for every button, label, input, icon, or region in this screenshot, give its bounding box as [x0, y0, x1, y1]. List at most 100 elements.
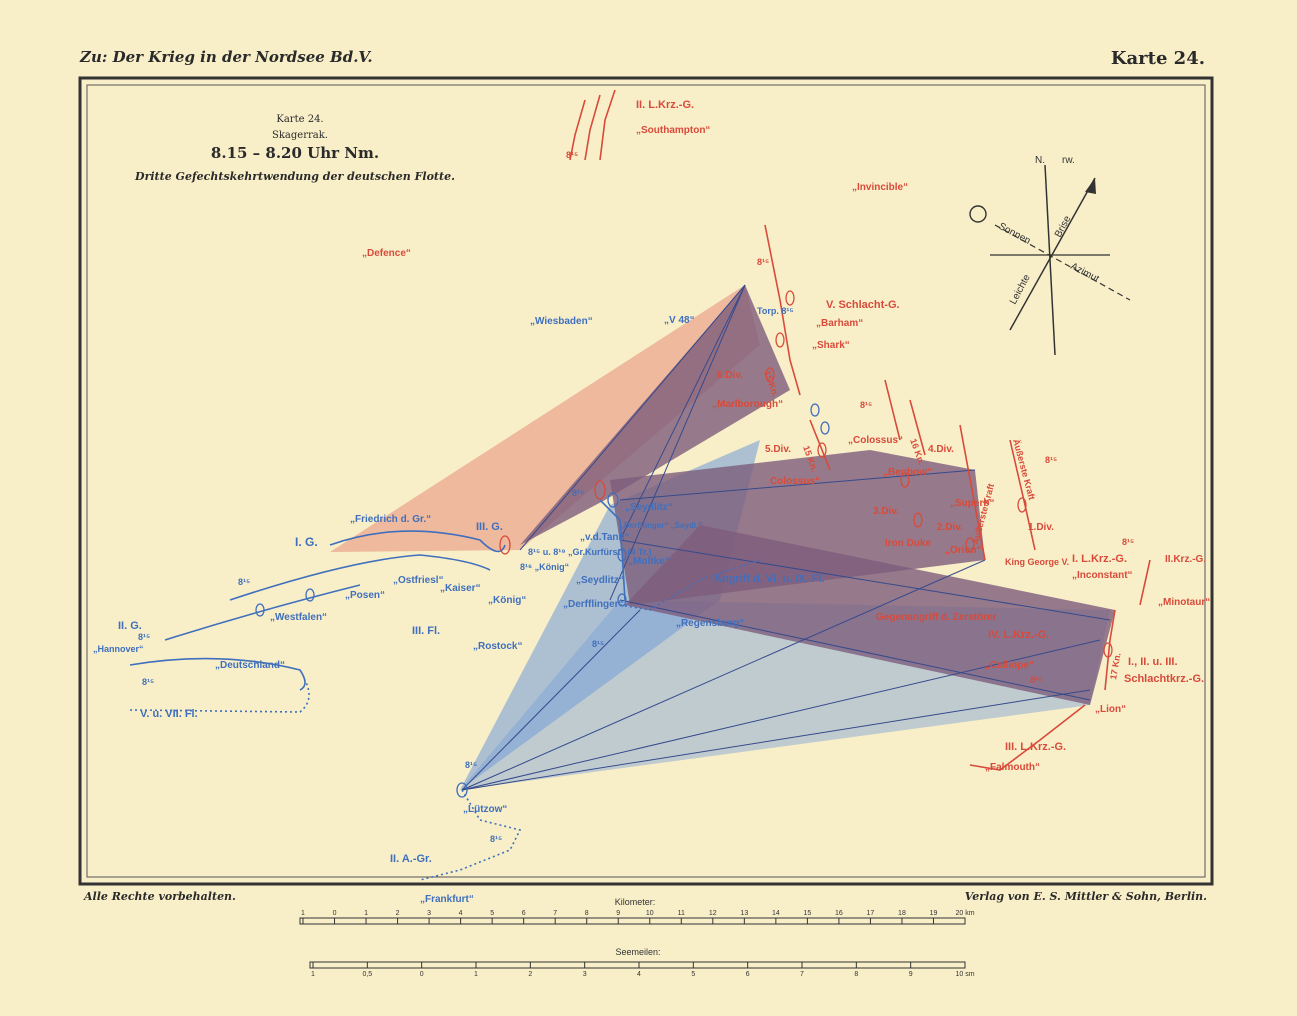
scale-tick-label: 15: [803, 910, 811, 917]
purple-zone-east: [625, 525, 1115, 705]
scale-tick-label: 20 km: [955, 910, 974, 917]
scale-tick-label: 7: [800, 971, 804, 978]
label-red: II. L.Krz.-G.: [636, 99, 694, 111]
scale-km-title: Kilometer:: [615, 897, 656, 907]
label-red: „Shark“: [812, 340, 850, 351]
label-red: „Superb“: [950, 498, 994, 509]
label-red: „Marlborough“: [712, 399, 783, 410]
ship-icon: [617, 593, 627, 607]
fire-line: [461, 559, 986, 791]
german-labels: „Wiesbaden“ „V 48“ „Friedrich d. Gr.“ I.…: [93, 315, 825, 905]
time-label: 8¹⁵: [1030, 675, 1042, 685]
ship-markers: [255, 290, 1113, 798]
label-blue: Angriff d. VI. u. IX. Fl.: [714, 573, 825, 585]
time-label: 8¹⁵: [490, 834, 502, 844]
scale-tick-label: 9: [909, 971, 913, 978]
scale-tick-label: 0: [420, 971, 424, 978]
label-blue: „Westfalen“: [270, 612, 327, 623]
scale-tick-label: 2: [396, 910, 400, 917]
label-red: 6.Div.: [717, 370, 743, 381]
label-blue: „Regensburg“: [676, 618, 744, 629]
fire-lines: [461, 284, 1111, 791]
azimuth-line: [994, 224, 1131, 301]
title-block: Karte 24. Skagerrak. 8.15 – 8.20 Uhr Nm.…: [134, 114, 455, 183]
blue-track-flotilla: [129, 679, 310, 713]
label-red: King George V.: [1005, 557, 1069, 567]
blue-track: [164, 584, 361, 641]
outer-frame: [78, 76, 1214, 886]
wind-arrow: [1009, 177, 1096, 331]
compass-leichte: Leichte: [1008, 272, 1033, 306]
fire-line: [619, 469, 976, 501]
label-red: IV. L.Krz.-G.: [988, 629, 1049, 641]
time-label: 8¹⁵: [757, 257, 769, 267]
scale-tick-label: 1: [301, 910, 305, 917]
scale-tick-label: 18: [898, 910, 906, 917]
ship-icon: [499, 535, 511, 555]
label-red: „Falmouth“: [985, 762, 1040, 773]
compass-azimut: Azimut: [1069, 261, 1101, 285]
label-red: 5.Div.: [765, 444, 791, 455]
footer-right: Verlag von E. S. Mittler & Sohn, Berlin.: [964, 890, 1207, 903]
label-blue: „Posen“: [345, 590, 385, 601]
label-blue: „Wiesbaden“: [530, 316, 593, 327]
time-label: 8¹⁵: [142, 677, 154, 687]
blue-track-bcs: [599, 499, 626, 601]
time-label: 8¹⁵: [592, 639, 604, 649]
label-blue: II. G.: [118, 620, 142, 632]
label-red: „Orion“: [945, 545, 982, 556]
scale-tick-label: 11: [678, 910, 685, 917]
scale-tick-label: 2: [528, 971, 532, 978]
scale-tick-label: 3: [427, 910, 431, 917]
scale-sm-bar: [309, 961, 966, 969]
time-label: 8¹⁵: [572, 488, 584, 498]
label-blue: „Ostfriesl“: [393, 575, 444, 586]
red-track: [1139, 559, 1151, 606]
red-track-2lcs: [569, 99, 586, 161]
label-red: V. Schlacht-G.: [826, 299, 900, 311]
label-blue: „Friedrich d. Gr.“: [350, 514, 431, 525]
label-blue: „Derfflinger“ „Seydl.“: [620, 521, 702, 530]
header-right: Karte 24.: [1110, 48, 1205, 69]
red-track-2lcs: [599, 89, 616, 161]
title-line-3: 8.15 – 8.20 Uhr Nm.: [211, 144, 379, 162]
compass-n: N.: [1035, 155, 1045, 166]
time-label: 8¹⁵: [238, 577, 250, 587]
label-red: Gegenangriff d. Zerstörer: [876, 612, 997, 623]
red-track: [884, 379, 901, 441]
label-red: I., II. u. III.: [1128, 656, 1178, 668]
label-blue: V. u. VII. Fl.: [140, 708, 198, 720]
label-blue: I. G.: [295, 535, 318, 549]
blue-track-2nd-squadron: [129, 657, 306, 691]
ship-icon: [594, 480, 606, 500]
time-label: 8¹⁵: [465, 760, 477, 770]
sun-icon: [969, 205, 987, 223]
fire-zones: [330, 285, 1115, 790]
ship-icon: [607, 492, 619, 508]
label-red: 2.Div.: [937, 522, 963, 533]
scale-tick-label: 12: [709, 910, 717, 917]
blue-track: [229, 554, 491, 601]
label-red: I. L.Krz.-G.: [1072, 553, 1127, 565]
british-fleet-tracks: [569, 89, 1151, 771]
label-red: Schlachtkrz.-G.: [1124, 673, 1204, 685]
red-track: [909, 399, 926, 456]
british-ship-markers: [499, 290, 1113, 658]
ship-icon: [305, 588, 315, 602]
fire-line: [619, 539, 1111, 621]
german-fleet-tracks: [129, 499, 761, 881]
label-red: „Benbow“: [883, 467, 932, 478]
scale-tick-label: 8: [854, 971, 858, 978]
red-track-5th-bs: [764, 224, 801, 396]
purple-zone-north: [520, 285, 790, 545]
title-line-4: Dritte Gefechtskehrtwendung der deutsche…: [134, 170, 455, 183]
scale-tick-label: 19: [930, 910, 938, 917]
scale-tick-label: 6: [746, 971, 750, 978]
label-blue: „Seydlitz“: [625, 502, 673, 513]
scale-tick-label: 4: [637, 971, 641, 978]
scale-tick-label: 5: [490, 910, 494, 917]
scale-tick-label: 16: [835, 910, 843, 917]
label-blue: III. Fl.: [412, 625, 440, 637]
